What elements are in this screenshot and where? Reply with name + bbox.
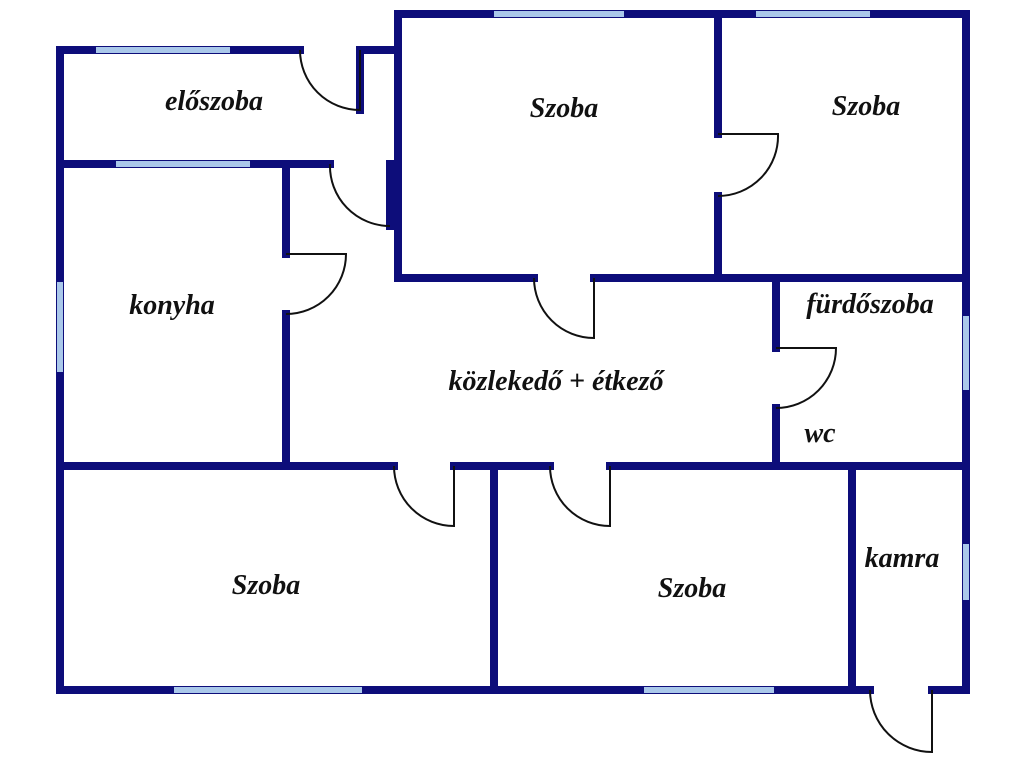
room-label-kozlekedo: közlekedő + étkező xyxy=(448,366,665,397)
room-label-szoba-top-right: Szoba xyxy=(832,91,900,122)
windows xyxy=(57,11,969,693)
room-label-kamra: kamra xyxy=(865,543,940,574)
room-label-wc: wc xyxy=(804,418,836,449)
room-label-furdoszoba: fürdőszoba xyxy=(806,289,934,320)
room-label-szoba-bottom-left: Szoba xyxy=(232,570,300,601)
doors xyxy=(285,49,933,754)
room-label-eloszoba: előszoba xyxy=(165,86,263,117)
room-label-szoba-bottom-mid: Szoba xyxy=(658,573,726,604)
room-labels: előszoba Szoba Szoba konyha fürdőszoba k… xyxy=(129,86,939,604)
room-label-konyha: konyha xyxy=(129,290,215,321)
room-label-szoba-top-mid: Szoba xyxy=(530,93,598,124)
